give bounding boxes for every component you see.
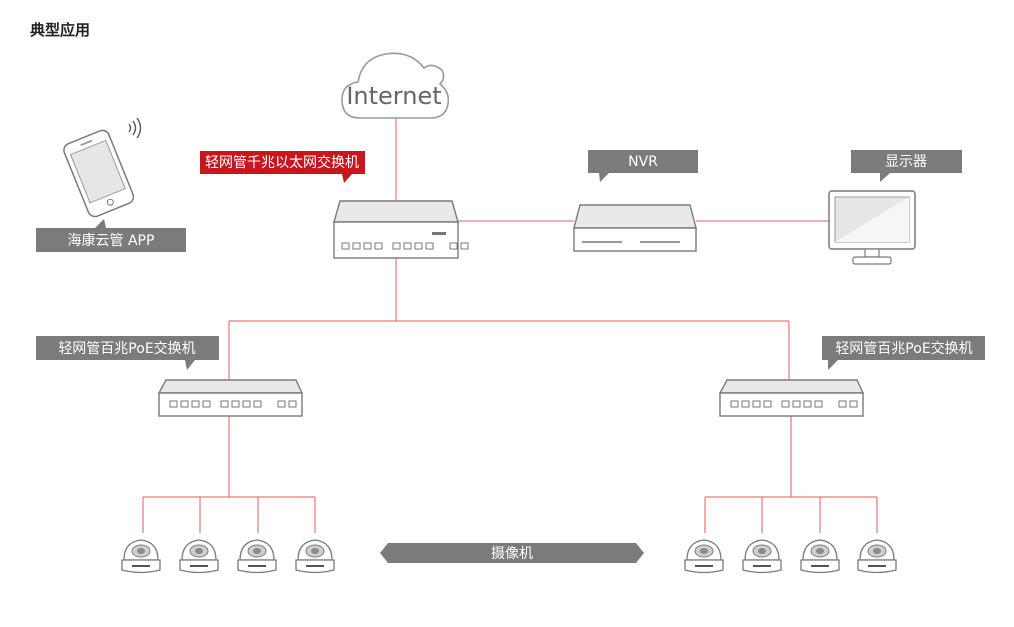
camera-group-right (684, 539, 897, 574)
switch-icon (157, 379, 304, 417)
label-core-switch: 轻网管千兆以太网交换机 (200, 151, 365, 183)
dome-camera-icon (237, 539, 277, 574)
dome-camera-icon (121, 539, 161, 574)
dome-camera-icon (179, 539, 219, 574)
cloud-icon: Internet (341, 52, 450, 119)
label-app: 海康云管 APP (36, 219, 186, 252)
svg-text:显示器: 显示器 (885, 154, 927, 170)
svg-text:NVR: NVR (628, 154, 658, 170)
nvr-icon (573, 204, 697, 252)
double-arrow-icon: 摄像机 (380, 543, 644, 563)
phone-icon (63, 129, 135, 218)
connection-lines (142, 117, 878, 533)
camera-group-left (121, 539, 335, 574)
label-poe-left: 轻网管百兆PoE交换机 (36, 336, 219, 370)
switch-icon (718, 379, 865, 417)
switch-icon (333, 200, 469, 259)
svg-text:轻网管千兆以太网交换机: 轻网管千兆以太网交换机 (205, 154, 359, 171)
label-cameras: 摄像机 (491, 546, 533, 562)
page-title: 典型应用 (30, 21, 91, 39)
dome-camera-icon (742, 539, 782, 574)
svg-text:海康云管 APP: 海康云管 APP (68, 232, 155, 249)
wifi-icon (128, 117, 142, 139)
svg-text:轻网管百兆PoE交换机: 轻网管百兆PoE交换机 (58, 340, 195, 357)
label-nvr: NVR (588, 150, 698, 182)
dome-camera-icon (295, 539, 335, 574)
dome-camera-icon (684, 539, 724, 574)
label-poe-right: 轻网管百兆PoE交换机 (822, 336, 985, 370)
dome-camera-icon (800, 539, 840, 574)
dome-camera-icon (857, 539, 897, 574)
label-display: 显示器 (851, 150, 962, 182)
internet-label: Internet (346, 82, 441, 110)
monitor-icon (828, 190, 916, 265)
svg-text:轻网管百兆PoE交换机: 轻网管百兆PoE交换机 (835, 340, 972, 357)
